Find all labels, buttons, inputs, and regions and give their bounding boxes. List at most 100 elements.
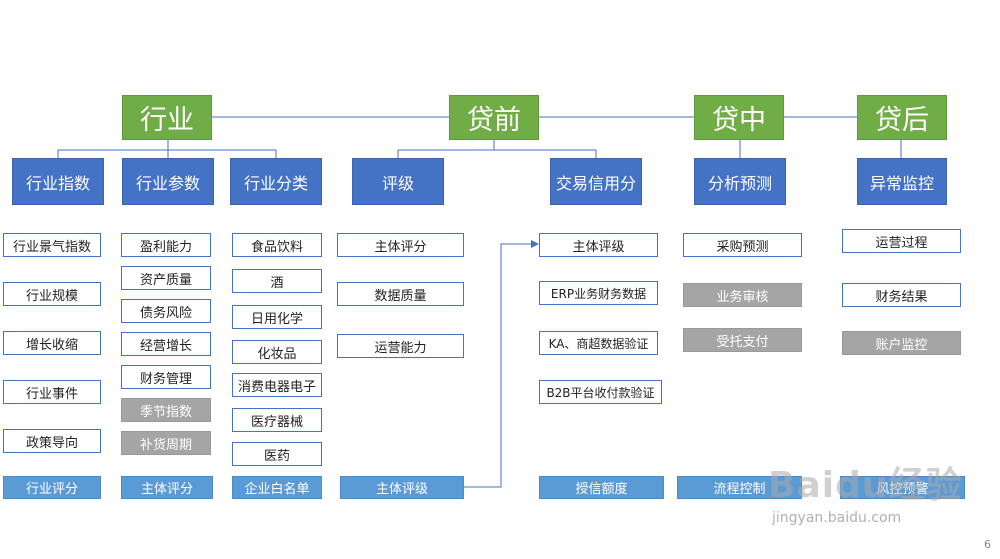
- output-box: 授信额度: [539, 476, 664, 499]
- item-label: 政策导向: [25, 435, 78, 451]
- item-label: 行业规模: [25, 288, 78, 304]
- output-label: 企业白名单: [244, 482, 310, 497]
- item-box: 经营增长: [121, 332, 211, 356]
- item-label: 受托支付: [716, 334, 769, 350]
- item-label: 增长收缩: [25, 337, 78, 353]
- item-box-grey: 补货周期: [121, 431, 211, 455]
- item-label: 盈利能力: [139, 239, 192, 255]
- output-label: 授信额度: [575, 482, 628, 497]
- item-box: 财务结果: [842, 283, 961, 307]
- item-label: 财务结果: [875, 289, 928, 305]
- top-box-daihou: 贷后: [857, 95, 947, 140]
- item-label: 采购预测: [716, 239, 769, 255]
- item-box: 运营能力: [337, 334, 464, 358]
- top-label: 贷中: [712, 105, 766, 136]
- top-label: 贷后: [875, 105, 929, 136]
- mid-label: 行业指数: [25, 173, 90, 193]
- mid-label: 行业参数: [135, 173, 200, 193]
- item-box: 日用化学: [232, 305, 322, 329]
- item-box: 增长收缩: [3, 331, 101, 355]
- top-label: 行业: [140, 105, 194, 136]
- item-box: 主体评级: [539, 233, 658, 257]
- output-label: 主体评级: [375, 482, 428, 497]
- item-box: 行业事件: [3, 380, 101, 404]
- page-number: 6: [984, 538, 991, 551]
- mid-box-hangye-zhishu: 行业指数: [12, 158, 104, 205]
- item-label: 行业景气指数: [12, 239, 91, 255]
- output-label: 主体评分: [140, 482, 193, 497]
- item-label: 运营过程: [875, 235, 928, 251]
- item-label: 日用化学: [250, 311, 303, 327]
- item-box: 资产质量: [121, 266, 211, 290]
- top-box-daiqian: 贷前: [449, 95, 539, 140]
- item-box: 行业规模: [3, 282, 101, 306]
- item-box: 运营过程: [842, 229, 961, 253]
- item-box: 债务风险: [121, 299, 211, 323]
- item-label: B2B平台收付款验证: [546, 385, 655, 400]
- item-label: 食品饮料: [250, 239, 303, 255]
- item-label: 消费电器电子: [237, 379, 316, 395]
- output-label: 流程控制: [713, 482, 766, 497]
- item-box-grey: 账户监控: [842, 331, 961, 355]
- item-label: 账户监控: [875, 337, 928, 353]
- mid-box-hangye-canshu: 行业参数: [122, 158, 214, 205]
- item-box-grey: 受托支付: [683, 328, 802, 352]
- mid-box-jiaoyi-xinyong: 交易信用分: [550, 158, 642, 205]
- mid-box-yichang-jiankong: 异常监控: [857, 158, 947, 205]
- item-label: 资产质量: [139, 272, 192, 288]
- item-label: 医药: [263, 448, 290, 464]
- item-box: 数据质量: [337, 282, 464, 306]
- item-box: 采购预测: [683, 233, 802, 257]
- output-label: 行业评分: [25, 482, 78, 497]
- item-label: 行业事件: [25, 386, 78, 402]
- item-label: 主体评级: [572, 239, 625, 255]
- item-box: 消费电器电子: [232, 373, 322, 397]
- output-box: 主体评分: [121, 476, 213, 499]
- item-box: 财务管理: [121, 365, 211, 389]
- top-box-daizhong: 贷中: [694, 95, 784, 140]
- mid-box-hangye-fenlei: 行业分类: [230, 158, 322, 205]
- item-box-grey: 季节指数: [121, 398, 211, 422]
- item-label: 化妆品: [257, 346, 297, 362]
- item-label: 补货周期: [139, 437, 192, 453]
- item-box: 酒: [232, 269, 322, 293]
- item-box: 化妆品: [232, 340, 322, 364]
- output-box: 企业白名单: [232, 476, 322, 499]
- item-box: ERP业务财务数据: [539, 281, 658, 305]
- item-label: 酒: [270, 275, 284, 291]
- item-label: 数据质量: [374, 288, 427, 304]
- item-label: ERP业务财务数据: [550, 286, 647, 301]
- item-box: 政策导向: [3, 429, 101, 453]
- item-label: 季节指数: [139, 404, 192, 420]
- mid-label: 交易信用分: [555, 173, 636, 193]
- item-label: 主体评分: [374, 239, 427, 255]
- output-label: 风控预警: [876, 482, 929, 497]
- item-box: KA、商超数据验证: [539, 331, 658, 355]
- item-label: 业务审核: [716, 289, 769, 305]
- item-label: 债务风险: [139, 305, 192, 321]
- output-box: 风控预警: [840, 476, 965, 499]
- mid-label: 行业分类: [243, 173, 308, 193]
- output-box: 行业评分: [3, 476, 101, 499]
- item-box: 医药: [232, 442, 322, 466]
- mid-box-pingji: 评级: [352, 158, 444, 205]
- mid-label: 评级: [381, 173, 414, 193]
- mid-label: 异常监控: [869, 173, 934, 193]
- item-box: 医疗器械: [232, 408, 322, 432]
- item-box: 行业景气指数: [3, 233, 101, 257]
- item-box-grey: 业务审核: [683, 283, 802, 307]
- mid-box-fenxi-yuce: 分析预测: [694, 158, 786, 205]
- item-box: 食品饮料: [232, 233, 322, 257]
- top-label: 贷前: [467, 105, 521, 136]
- item-label: KA、商超数据验证: [548, 336, 649, 351]
- item-box: 主体评分: [337, 233, 464, 257]
- item-label: 财务管理: [139, 371, 192, 387]
- top-box-hangye: 行业: [122, 95, 212, 140]
- item-label: 经营增长: [139, 338, 192, 354]
- item-box: 盈利能力: [121, 233, 211, 257]
- output-box: 主体评级: [340, 476, 464, 499]
- item-label: 运营能力: [374, 340, 427, 356]
- output-box: 流程控制: [677, 476, 802, 499]
- item-label: 医疗器械: [250, 414, 303, 430]
- mid-label: 分析预测: [707, 173, 772, 193]
